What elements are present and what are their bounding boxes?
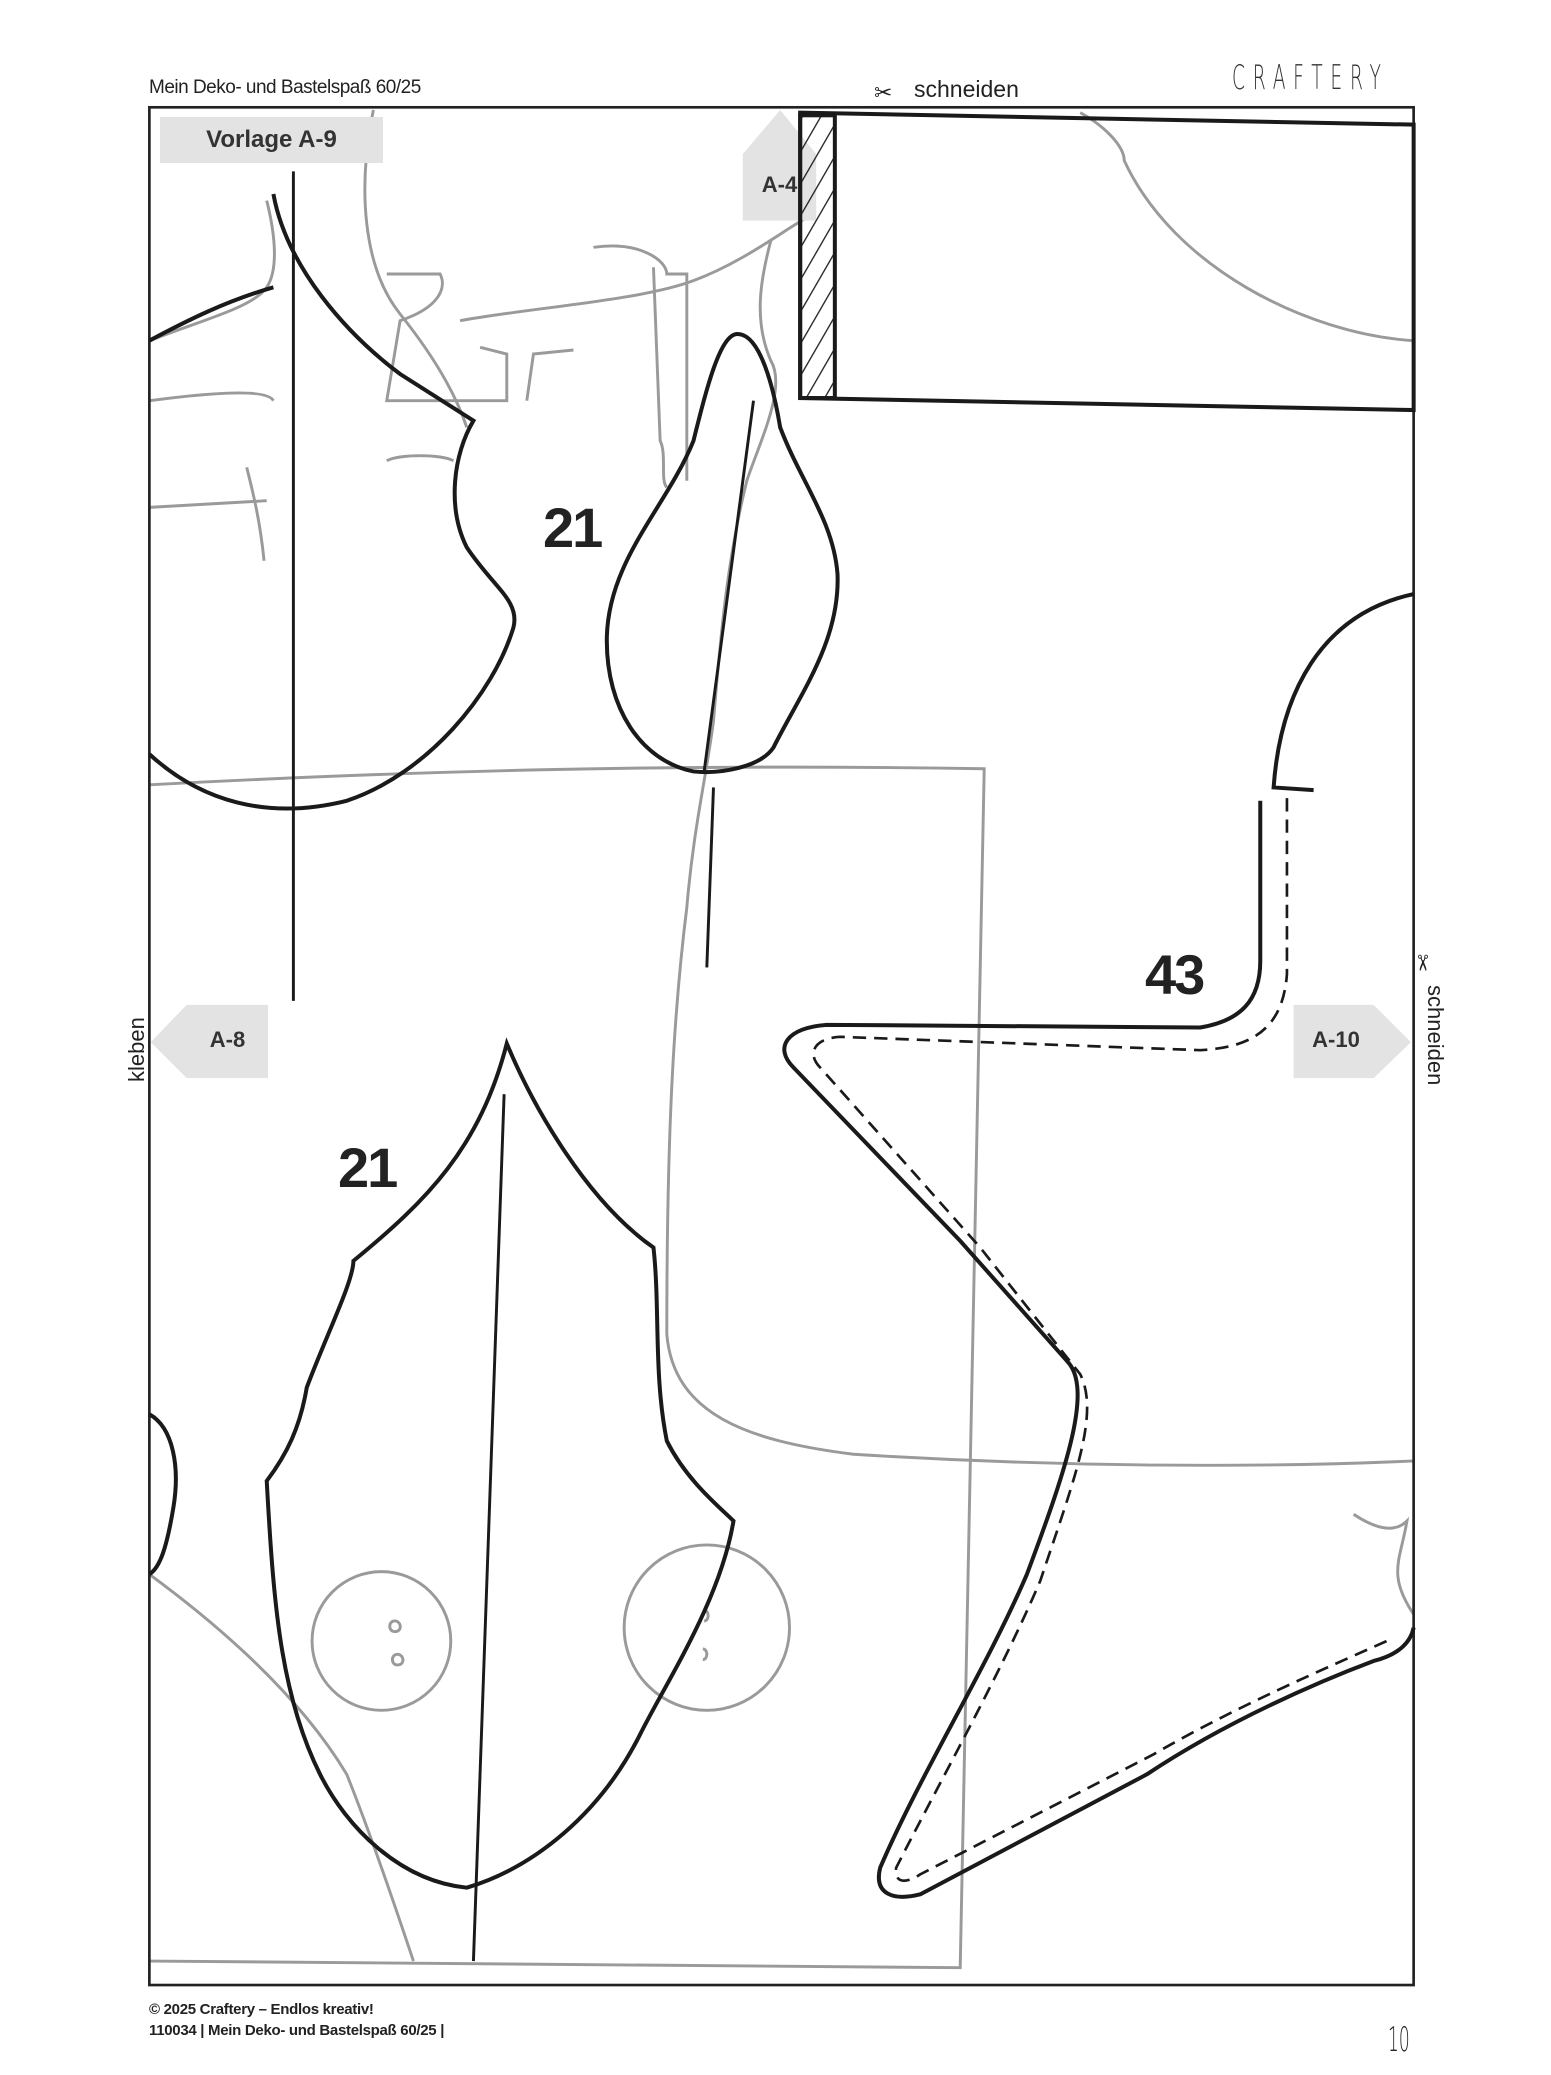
- footer-copyright: © 2025 Craftery – Endlos kreativ!: [149, 2001, 374, 2018]
- scissors-icon: ✂: [874, 80, 893, 105]
- nav-right-arrow-shape: [1293, 1004, 1411, 1079]
- nav-right-tab[interactable]: A-10: [1312, 1027, 1360, 1052]
- footer-issue: 110034 | Mein Deko- und Bastelspaß 60/25…: [149, 2022, 445, 2039]
- template-label: Vorlage A-9: [160, 117, 383, 163]
- page-number: 10: [1388, 2020, 1410, 2060]
- glue-label: kleben: [124, 1017, 149, 1082]
- scissors-icon: ✂: [1410, 953, 1436, 973]
- brand-logo: CRAFTERY: [1232, 58, 1389, 98]
- cut-lines: [148, 110, 1416, 1962]
- header-title: Mein Deko- und Bastelspaß 60/25: [149, 77, 421, 98]
- stitch-lines: [812, 798, 1388, 1882]
- nav-left-arrow-shape: [150, 1004, 269, 1079]
- guide-lines: [148, 109, 1415, 1970]
- nav-up-tab[interactable]: A-4: [761, 172, 798, 197]
- piece-number: 43: [1145, 943, 1205, 1006]
- piece-number: 21: [543, 496, 603, 559]
- nav-left-tab[interactable]: A-8: [209, 1027, 246, 1052]
- sheet-frame: [148, 105, 1415, 1987]
- piece-number: 21: [338, 1136, 398, 1199]
- cut-label-right: schneiden: [1423, 985, 1448, 1086]
- cut-label-top: schneiden: [914, 76, 1019, 102]
- nav-up-arrow-shape: [742, 109, 817, 221]
